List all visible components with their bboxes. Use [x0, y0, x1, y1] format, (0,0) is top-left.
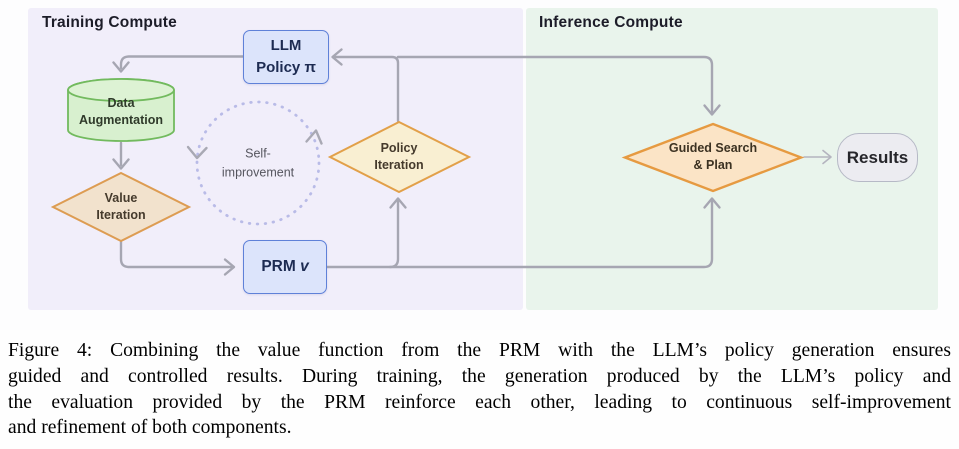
llm-policy-word: Policy [256, 59, 305, 76]
policy-iteration-label: Policy Iteration [374, 140, 423, 174]
llm-policy-node: LLM Policy π [243, 30, 329, 84]
value-iteration-label: Value Iteration [96, 190, 145, 224]
prm-node: PRM v [243, 240, 327, 294]
results-node: Results [837, 133, 918, 182]
value-iteration-line1: Value [104, 191, 138, 206]
flow-diagram: Training Compute Inference Compute [28, 8, 938, 310]
value-iteration-line2: Iteration [96, 208, 146, 222]
figure-caption: Figure 4: Combining the value function f… [0, 334, 959, 441]
training-panel-title: Training Compute [42, 14, 177, 31]
caption-line: and refinement of both components. [8, 417, 292, 439]
prm-label: PRM v [261, 258, 308, 276]
self-improvement-line1: Self- [245, 146, 271, 161]
data-augmentation-line1: Data [107, 96, 135, 111]
guided-search-line1: Guided Search [668, 141, 758, 156]
caption-line: guided and controlled results. During tr… [8, 365, 951, 387]
data-augmentation-label: Data Augmentation [79, 95, 163, 129]
inference-panel-title: Inference Compute [539, 14, 683, 31]
caption-line: Figure 4: Combining the value function f… [8, 340, 951, 361]
self-improvement-line2: improvement [221, 165, 295, 179]
policy-iteration-line2: Iteration [374, 158, 424, 172]
caption-line: the evaluation provided by the PRM reinf… [8, 391, 951, 413]
v-symbol: v [300, 258, 309, 275]
llm-policy-line1: LLM [270, 37, 302, 55]
guided-search-line2: & Plan [693, 158, 733, 172]
policy-iteration-line1: Policy [380, 141, 418, 156]
self-improvement-label: Self- improvement [222, 144, 294, 182]
llm-policy-line2: Policy π [256, 57, 316, 79]
data-augmentation-line2: Augmentation [78, 113, 164, 127]
results-label: Results [846, 147, 909, 167]
prm-word: PRM [261, 258, 301, 275]
guided-search-label: Guided Search & Plan [669, 140, 757, 174]
pi-symbol: π [304, 59, 316, 76]
